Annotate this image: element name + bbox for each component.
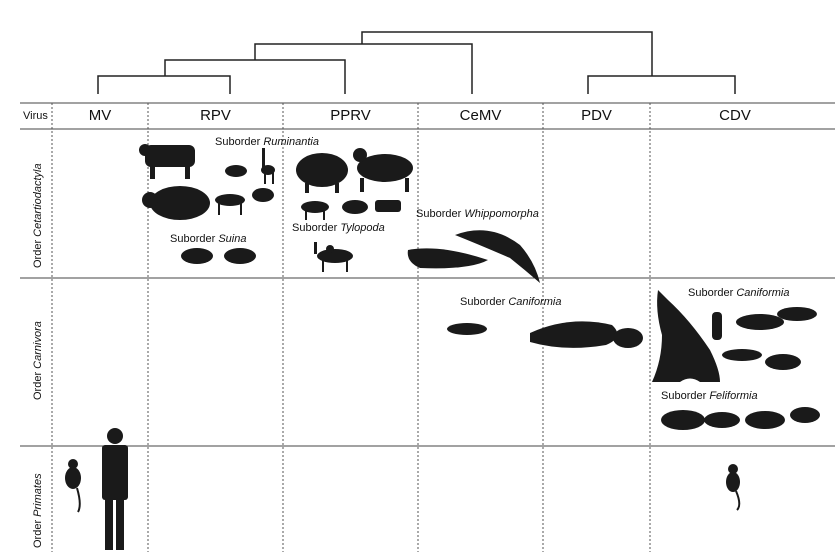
seal-silhouette <box>530 321 617 347</box>
antelope-silhouette <box>215 194 245 215</box>
cheetah-silhouette <box>704 412 740 428</box>
goat-silhouette <box>353 148 413 192</box>
cattle-silhouette <box>139 144 195 179</box>
dog-silhouette <box>652 290 720 382</box>
buffalo-silhouette <box>142 186 210 220</box>
deer-silhouette <box>301 201 329 220</box>
monkey-cdv-silhouette <box>726 464 740 510</box>
bison-silhouette <box>342 200 368 214</box>
raccoon-silhouette <box>765 354 801 370</box>
small-cat-silhouette <box>790 407 820 423</box>
column-pdv: PDV <box>543 103 650 129</box>
column-cemv: CeMV <box>418 103 543 129</box>
label-tylopoda: Suborder Tylopoda <box>292 222 385 234</box>
column-pprv: PPRV <box>283 103 418 129</box>
row-label-primates: Order Primates <box>32 473 44 548</box>
ferret-silhouette <box>736 314 784 330</box>
column-rpv: RPV <box>148 103 283 129</box>
phylogenetic-tree <box>98 32 735 94</box>
seal-small-silhouette <box>447 323 487 335</box>
virus-header-label: Virus <box>20 103 55 129</box>
label-caniformia-pdv: Suborder Caniformia <box>460 296 562 308</box>
sheep-small-silhouette <box>225 165 247 177</box>
column-cdv: CDV <box>650 103 820 129</box>
sperm-whale-silhouette <box>408 248 488 268</box>
otter-silhouette <box>722 349 762 361</box>
label-suina: Suborder Suina <box>170 233 246 245</box>
badger-silhouette <box>777 307 817 321</box>
pig-silhouette <box>224 248 256 264</box>
lion-silhouette <box>661 410 705 430</box>
cow-small-silhouette <box>375 200 401 212</box>
label-caniformia-cdv: Suborder Caniformia <box>688 287 790 299</box>
tiger-silhouette <box>745 411 785 429</box>
column-mv: MV <box>52 103 148 129</box>
row-label-carnivora: Order Carnivora <box>32 321 44 400</box>
camel-silhouette <box>314 242 353 272</box>
label-feliformia: Suborder Feliformia <box>661 390 758 402</box>
human-silhouette <box>102 428 128 550</box>
meerkat-silhouette <box>712 312 722 340</box>
small-ruminant-silhouette <box>252 188 274 202</box>
giraffe-silhouette <box>261 148 275 184</box>
warthog-silhouette <box>181 248 213 264</box>
row-label-cetartiodactyla: Order Cetartiodactyla <box>32 163 44 268</box>
animal-silhouettes <box>65 144 820 550</box>
label-ruminantia: Suborder Ruminantia <box>215 136 319 148</box>
sheep-silhouette <box>296 153 348 193</box>
monkey-mv-silhouette <box>65 459 81 512</box>
seal-pup-silhouette <box>613 328 643 348</box>
label-whippomorpha: Suborder Whippomorpha <box>416 208 539 220</box>
